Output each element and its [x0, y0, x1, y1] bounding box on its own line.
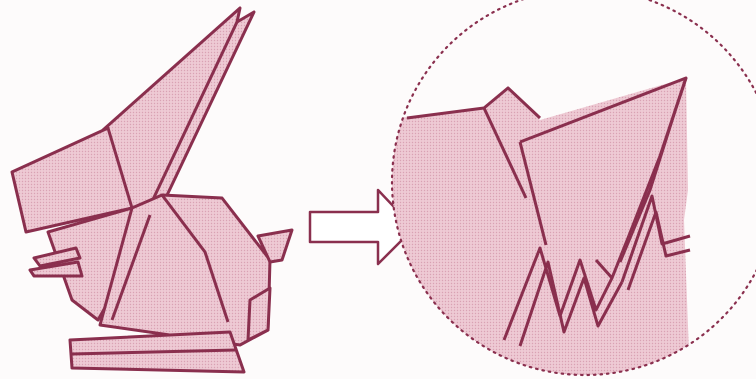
squirrel-ear: [103, 8, 254, 210]
origami-squirrel: [12, 8, 292, 372]
detail-zoom: [380, 0, 756, 379]
zoom-paper: [380, 78, 690, 379]
